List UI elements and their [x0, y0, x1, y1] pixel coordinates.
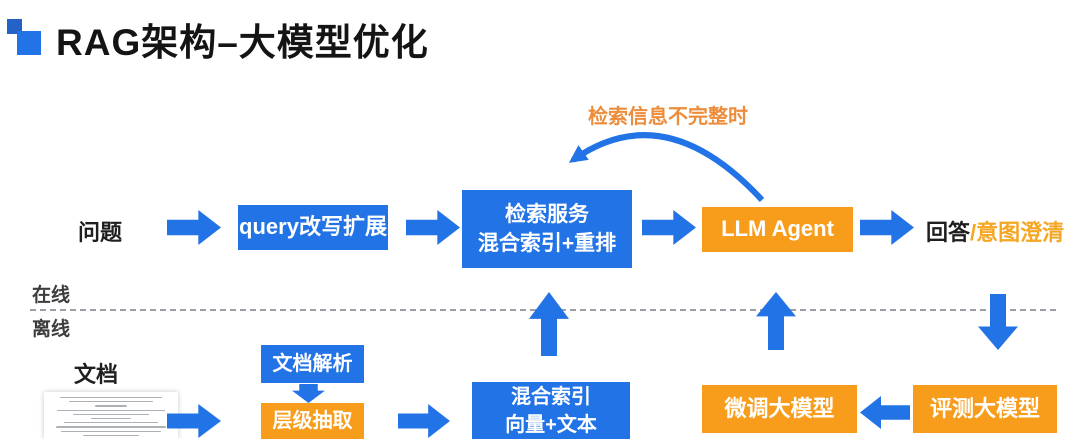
arrow-extraction-to-hybridindex — [398, 404, 450, 438]
logo-square-large-icon — [17, 31, 41, 55]
retrieval-service-line1: 检索服务 — [505, 202, 589, 226]
arrow-parsing-to-extraction — [292, 384, 325, 403]
arrow-hybridindex-to-retrieval — [529, 292, 569, 356]
document-label: 文档 — [74, 362, 119, 387]
node-doc-parsing: 文档解析 — [261, 345, 364, 383]
node-finetune-model: 微调大模型 — [702, 385, 857, 433]
loop-condition-label: 检索信息不完整时 — [588, 106, 748, 128]
question-label: 问题 — [78, 220, 123, 245]
hybrid-index-line1: 混合索引 — [511, 385, 591, 408]
offline-lane-label: 离线 — [32, 319, 71, 340]
node-hybrid-index: 混合索引 向量+文本 — [472, 382, 630, 439]
node-query-rewrite: query改写扩展 — [238, 205, 388, 250]
node-llm-agent: LLM Agent — [702, 207, 853, 252]
node-hierarchical-extraction: 层级抽取 — [261, 403, 364, 439]
node-evaluate-model: 评测大模型 — [913, 385, 1057, 433]
arrow-retrieval-to-agent — [642, 210, 696, 245]
hybrid-index-line2: 向量+文本 — [505, 413, 597, 436]
arrow-answer-to-eval — [978, 294, 1018, 350]
loop-curved-arrow — [568, 132, 765, 203]
arrow-question-to-query — [167, 210, 221, 245]
arrow-agent-to-answer — [860, 210, 914, 245]
logo-square-small-icon — [7, 19, 22, 34]
retrieval-service-line2: 混合索引+重排 — [477, 232, 617, 255]
node-retrieval-service: 检索服务 混合索引+重排 — [462, 190, 632, 268]
answer-text: 回答 — [926, 220, 971, 245]
answer-label: 回答/意图澄清 — [926, 215, 1064, 247]
online-lane-label: 在线 — [32, 285, 71, 306]
arrow-finetune-to-agent — [756, 292, 796, 350]
intent-clarify-text: /意图澄清 — [970, 220, 1065, 245]
page-title: RAG架构–大模型优化 — [56, 22, 429, 63]
arrow-query-to-retrieval — [406, 210, 460, 245]
document-thumbnail — [44, 392, 178, 439]
arrow-eval-to-finetune — [860, 396, 910, 429]
